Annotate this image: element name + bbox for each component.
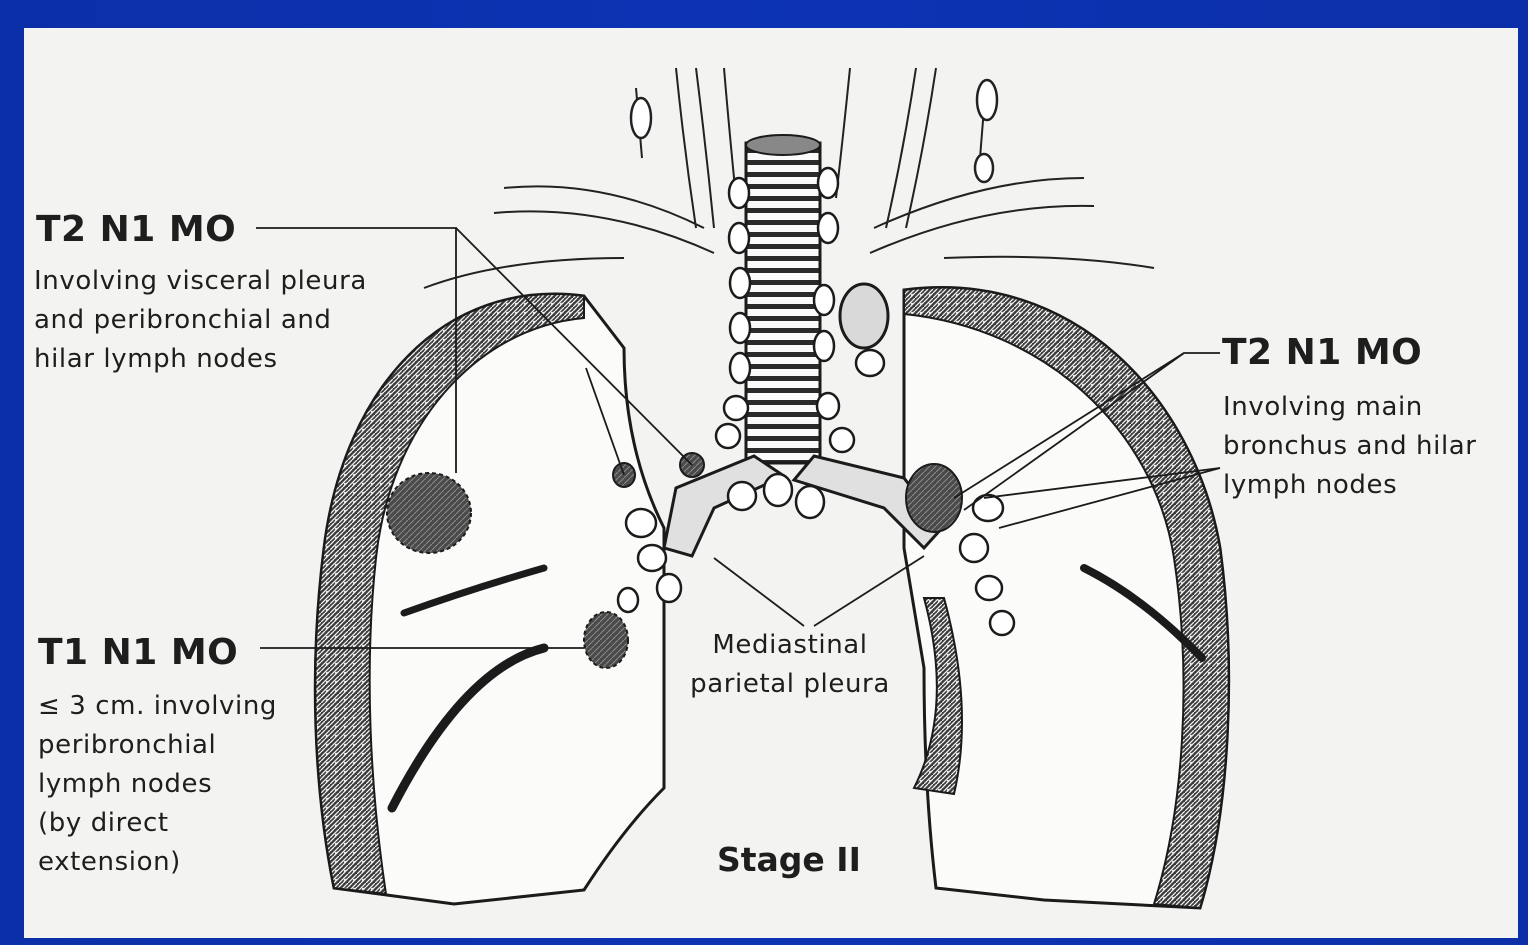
right-line-3: lymph nodes: [1223, 466, 1477, 505]
mediastinal-label: Mediastinal parietal pleura: [680, 626, 900, 704]
lower-left-line-4: (by direct: [38, 804, 277, 843]
right-line-1: Involving main: [1223, 388, 1477, 427]
illustration-panel: T2 N1 MO Involving visceral pleura and p…: [24, 28, 1518, 938]
upper-left-line-3: hilar lymph nodes: [34, 340, 367, 379]
aortic-arch: [840, 284, 888, 348]
stage-title: Stage II: [717, 840, 861, 879]
right-heading: T2 N1 MO: [1222, 332, 1422, 373]
upper-left-line-2: and peribronchial and: [34, 301, 367, 340]
trachea: [746, 135, 820, 463]
lower-left-line-2: peribronchial: [38, 726, 277, 765]
left-lung: [904, 288, 1229, 908]
mediastinal-line-2: parietal pleura: [680, 665, 900, 704]
upper-left-line-1: Involving visceral pleura: [34, 262, 367, 301]
lower-left-line-5: extension): [38, 843, 277, 882]
right-line-2: bronchus and hilar: [1223, 427, 1477, 466]
upper-left-description: Involving visceral pleura and peribronch…: [34, 262, 367, 379]
lower-left-description: ≤ 3 cm. involving peribronchial lymph no…: [38, 687, 277, 882]
lower-left-line-3: lymph nodes: [38, 765, 277, 804]
upper-left-heading: T2 N1 MO: [36, 209, 236, 250]
lower-left-line-1: ≤ 3 cm. involving: [38, 687, 277, 726]
lower-left-heading: T1 N1 MO: [38, 632, 238, 673]
right-description: Involving main bronchus and hilar lymph …: [1223, 388, 1477, 505]
mediastinal-line-1: Mediastinal: [680, 626, 900, 665]
